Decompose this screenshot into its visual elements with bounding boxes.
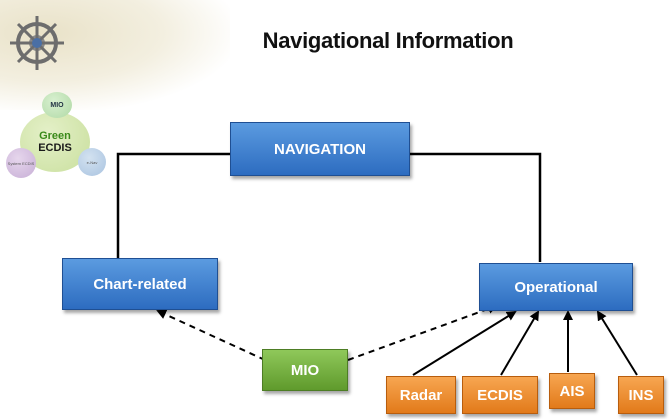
logo-green-label: Green — [39, 130, 71, 142]
ins-node: INS — [618, 376, 664, 414]
ais-node: AIS — [549, 373, 595, 409]
logo-ecdis-label: ECDIS — [38, 142, 72, 154]
mio-to-chart-arrow — [156, 309, 266, 361]
radar-to-operational-arrow — [412, 310, 517, 376]
ship-wheel-icon — [10, 16, 64, 70]
ecdis-to-operational-arrow — [500, 310, 540, 376]
ins-to-operational-arrow — [596, 310, 638, 376]
mio-node: MIO — [262, 349, 348, 391]
logo-enav-circle: e-Nav — [78, 148, 106, 176]
operational-node: Operational — [479, 263, 633, 311]
logo-system-ecdis-circle: System ECDIS — [6, 148, 36, 178]
chart-related-node: Chart-related — [62, 258, 218, 310]
ecdis-node: ECDIS — [462, 376, 538, 414]
navigation-to-operational-line — [410, 152, 542, 262]
page-title: Navigational Information — [262, 28, 514, 53]
navigation-to-chart-line — [116, 152, 230, 260]
navigation-node: NAVIGATION — [230, 122, 410, 176]
mio-to-operational-arrow — [347, 304, 498, 361]
logo-mio-circle: MIO — [42, 92, 72, 118]
radar-node: Radar — [386, 376, 456, 414]
green-ecdis-logo: Green ECDIS MIO System ECDIS e-Nav — [4, 90, 116, 186]
